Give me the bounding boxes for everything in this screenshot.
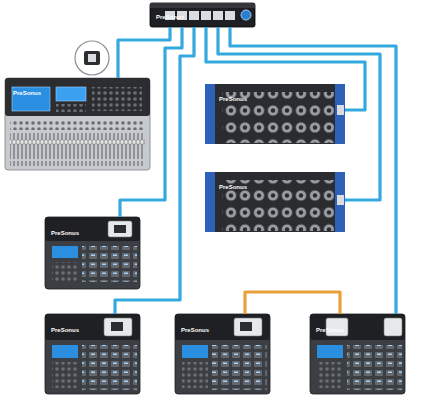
device-box: PreSonus — [45, 217, 140, 289]
brand-label: PreSonus — [51, 327, 79, 333]
brand-label: PreSonus — [219, 184, 247, 190]
stage-box — [205, 84, 345, 144]
network-cable — [245, 292, 340, 314]
brand-label: PreSonus — [181, 327, 209, 333]
brand-label: PreSonus — [156, 14, 184, 20]
device-box: PreSonus — [205, 172, 345, 232]
device-box: PreSonus — [310, 314, 405, 394]
brand-label: PreSonus — [316, 327, 344, 333]
device-box: PreSonus — [45, 314, 140, 394]
network-cable — [218, 27, 380, 200]
network-cable — [118, 27, 170, 78]
monitor-mixer — [310, 314, 405, 394]
device-box: PreSonus — [5, 78, 150, 170]
brand-label: PreSonus — [13, 90, 41, 96]
brand-label: PreSonus — [219, 96, 247, 102]
device-box: PreSonus — [205, 84, 345, 144]
monitor-mixer — [45, 314, 140, 394]
network-cable — [115, 27, 194, 314]
network-cable — [230, 27, 396, 314]
mixing-console — [5, 41, 150, 170]
device-box: PreSonus — [175, 314, 270, 394]
stage-box — [205, 172, 345, 232]
monitor-mixer — [45, 217, 140, 289]
brand-label: PreSonus — [51, 230, 79, 236]
avb-switch — [150, 3, 255, 27]
device-box: PreSonus — [150, 3, 255, 27]
network-cable — [120, 27, 182, 217]
monitor-mixer — [175, 314, 270, 394]
